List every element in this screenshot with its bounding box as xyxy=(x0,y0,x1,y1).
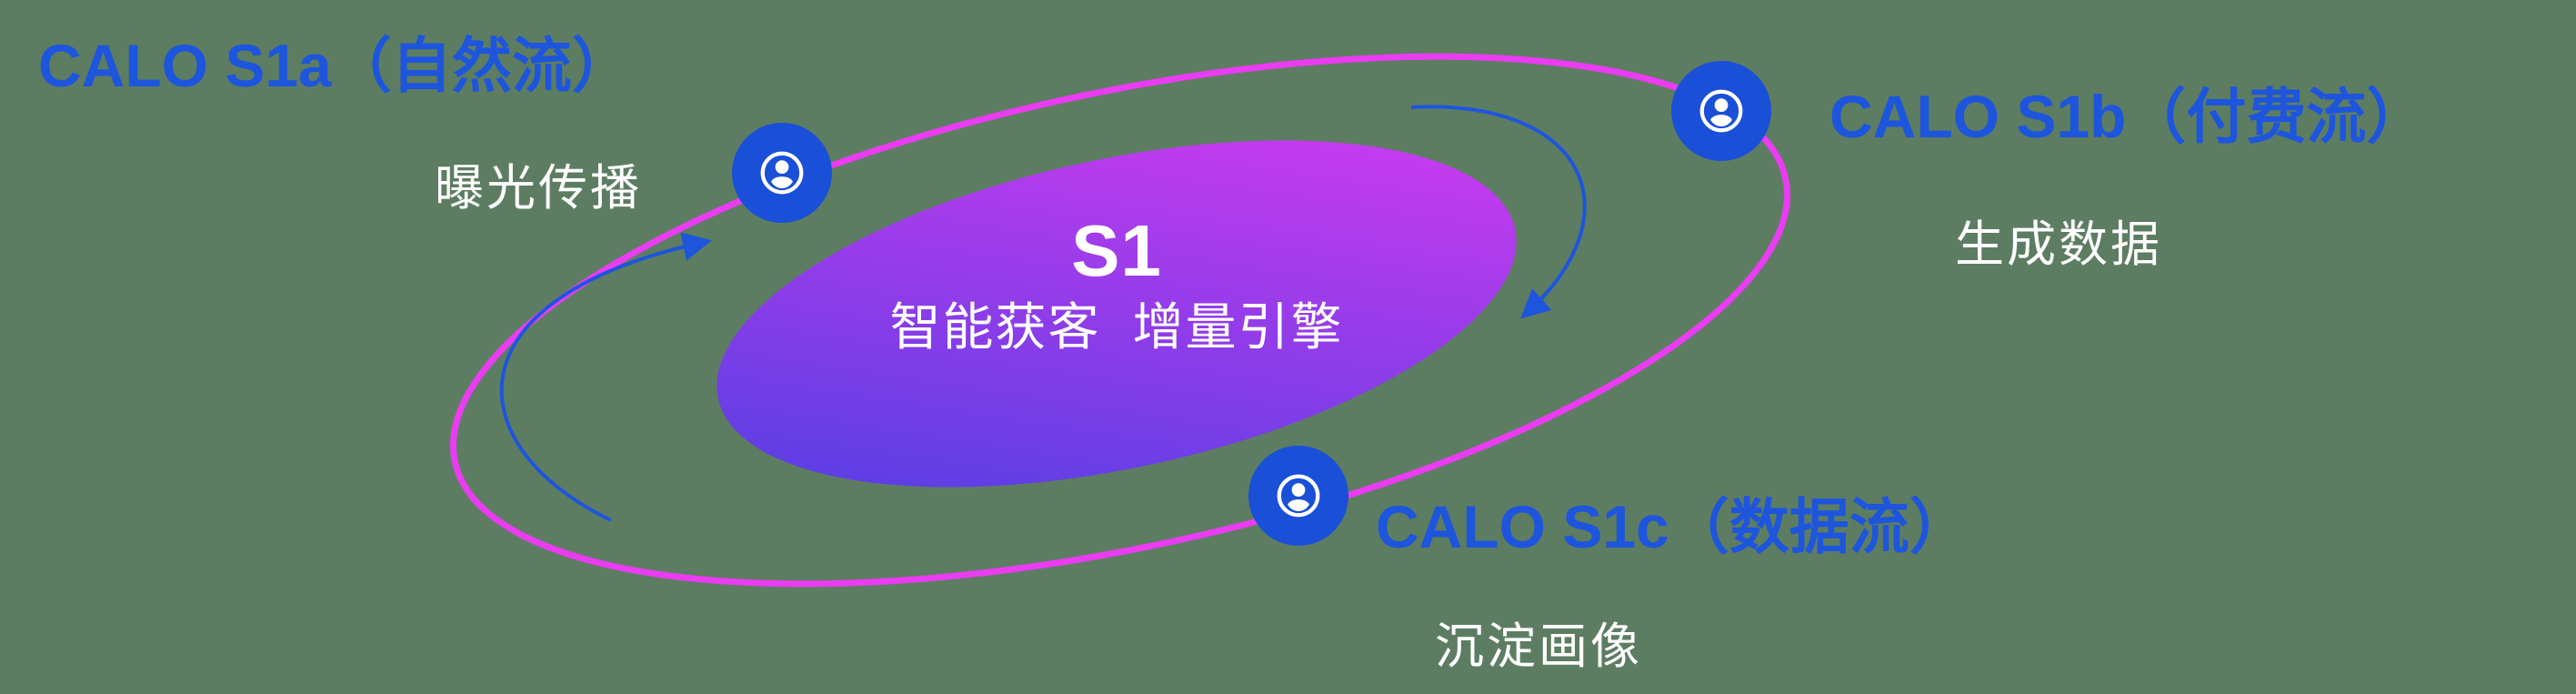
caption-calo-s1a: 曝光传播 xyxy=(435,161,642,216)
center-gradient-ellipse xyxy=(717,140,1517,488)
label-calo-s1b: CALO S1b（付费流） xyxy=(1829,83,2427,150)
user-circle-icon xyxy=(1277,474,1320,518)
flow-arrow-right xyxy=(1410,105,1587,319)
node-calo-s1a xyxy=(732,123,832,223)
caption-calo-s1b: 生成数据 xyxy=(1955,217,2162,272)
label-calo-s1a: CALO S1a（自然流） xyxy=(38,32,632,99)
node-calo-s1c xyxy=(1248,446,1348,546)
user-circle-icon xyxy=(760,151,804,195)
center-label-group: S1 智能获客 增量引擎 xyxy=(889,215,1343,353)
flow-arrow-left xyxy=(499,232,712,522)
node-calo-s1b xyxy=(1671,61,1771,161)
user-circle-icon xyxy=(1699,89,1743,133)
caption-calo-s1c: 沉淀画像 xyxy=(1435,619,1642,674)
center-title: S1 xyxy=(1071,210,1162,291)
center-subtitle: 智能获客 增量引擎 xyxy=(889,298,1344,356)
label-calo-s1c: CALO S1c（数据流） xyxy=(1376,493,1970,560)
orbit-ring xyxy=(450,53,1790,588)
